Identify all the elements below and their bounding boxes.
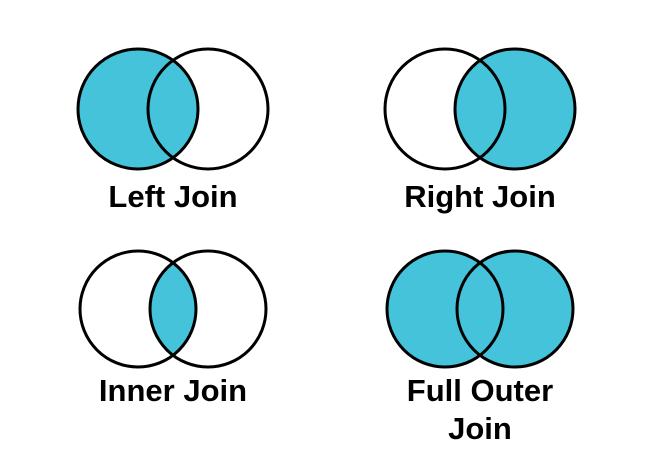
left-circle-outline [76, 47, 200, 171]
intersection-region [455, 49, 505, 169]
left-circle-outline [385, 249, 505, 369]
diagram-full-outer-join [380, 246, 580, 376]
venn-svg-inner-join [78, 249, 268, 369]
intersection-region [148, 49, 198, 169]
intersection-region [150, 251, 196, 367]
right-circle-fill [457, 251, 573, 367]
diagram-inner-join [73, 246, 273, 376]
label-left-join: Left Join [108, 179, 238, 214]
right-circle-outline [146, 47, 270, 171]
label-right-join: Right Join [404, 179, 556, 214]
left-circle-outline [383, 47, 507, 171]
diagram-right-join [380, 44, 580, 174]
right-circle-outline [455, 249, 575, 369]
right-circle-outline [453, 47, 577, 171]
label-inner-join: Inner Join [98, 373, 248, 408]
venn-svg-full-outer-join [385, 249, 575, 369]
venn-svg-right-join [383, 47, 577, 171]
right-circle-outline [148, 249, 268, 369]
label-full-outer-join: Full Outer Join [406, 373, 554, 446]
diagram-left-join [73, 44, 273, 174]
venn-svg-left-join [76, 47, 270, 171]
left-circle-outline [78, 249, 198, 369]
